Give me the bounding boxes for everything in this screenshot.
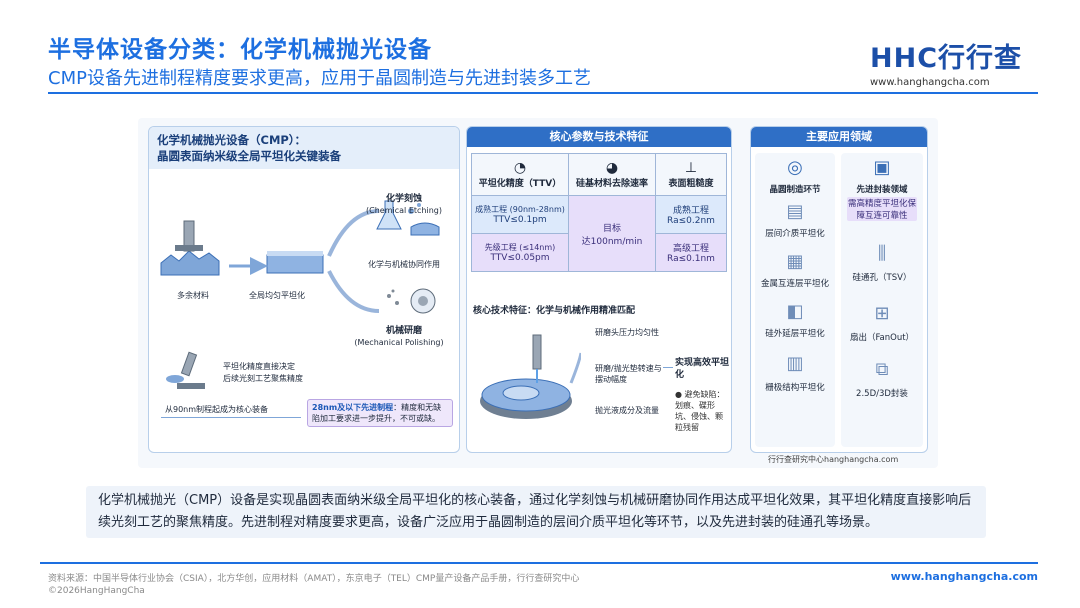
col-ttv-header: ◔平坦化精度（TTV） [471,153,569,196]
excess-material-label: 多余材料 [177,291,209,300]
precision-note-2: 后续光刻工艺聚焦精度 [223,374,303,383]
chem-label-en: (Chemical Etching) [366,206,442,215]
precision-note-1: 平坦化精度直接决定 [223,362,295,371]
speedometer-icon: ◕ [605,160,619,176]
app-gate: 栅极结构平坦化 [765,383,825,393]
page-title: 半导体设备分类：化学机械抛光设备 [48,37,432,63]
target-removal-cell: 目标达100nm/min [568,195,656,272]
col-roughness-header: ⊥表面粗糙度 [655,153,727,196]
feature-pad-speed: 研磨/抛光垫转速与摆动幅度 [595,364,662,384]
result-arrow [663,367,673,368]
wafer-column [755,153,835,447]
col-removal-header: ◕硅基材料去除速率 [568,153,656,196]
microscope-icon [166,351,205,389]
flat-wafer-icon [266,251,324,274]
brand-logo: HHC行行查 www.hanghangcha.com [870,36,1040,88]
synergy-label: 化学与机械协同作用 [368,260,440,269]
core-feature-heading: 核心技术特征：化学与机械作用精准匹配 [473,306,636,316]
footer-url[interactable]: www.hanghangcha.com [890,570,1038,583]
feature-slurry: 抛光液成分及流量 [595,406,659,415]
flask-icon [376,200,440,236]
logo-text: HHC行行查 [870,43,1023,74]
packaging-heading: 先进封装领域 [856,185,908,195]
wafer-heading: 晶圆制造环节 [769,185,821,195]
fanout-icon: ⊞ [874,303,890,324]
advanced-process-bold: 28nm及以下先进制程 [312,403,394,412]
applications-heading: 主要应用领域 [751,127,927,147]
source-note: 资料来源：中国半导体行业协会（CSIA），北方华创，应用材料（AMAT），东京电… [48,574,580,584]
app-metal: 金属互连层平坦化 [760,279,829,289]
stack-package-icon: ⧉ [875,359,889,380]
footer-divider [40,562,1038,564]
polishing-disc-icon [387,288,436,314]
cmp-machine-diagram [480,334,581,419]
chip-icon: ▣ [873,157,891,178]
infographic-figure: 化学机械抛光设备（CMP）： 晶圆表面纳米级全局平坦化关键装备 [138,118,938,468]
parameters-card: 核心参数与技术特征 ◔平坦化精度（TTV） ◕硅基材料去除速率 ⊥表面粗糙度 成… [466,126,732,453]
from-90nm-text: 从90nm制程起成为核心装备 [165,405,269,414]
defect-note: ● 避免缺陷：划痕、碟形坑、侵蚀、颗粒残留 [675,390,725,432]
mature-ttv-cell: 成熟工程 (90nm-28nm)TTV≤0.1pm [471,195,569,234]
app-fanout: 扇出（FanOut） [849,333,915,343]
advanced-process-text: ：精度和无缺陷加工要求进一步提升，不可或缺。 [312,403,442,423]
timeline-line [161,417,301,418]
overview-heading-line2: 晶圆表面纳米级全局平坦化关键装备 [157,149,341,163]
cmp-overview-card: 化学机械抛光设备（CMP）： 晶圆表面纳米级全局平坦化关键装备 [148,126,460,453]
parameters-heading: 核心参数与技术特征 [467,127,731,147]
tsv-icon: ⫼ [877,243,887,264]
flat-label: 全局均匀平坦化 [249,291,305,300]
epi-layer-icon: ◧ [786,301,804,322]
metal-layer-icon: ▦ [786,251,804,272]
applications-card: 主要应用领域 ◎ 晶圆制造环节 ▤ 层间介质平坦化 ▦ 金属互连层平坦化 ◧ 硅… [750,126,928,453]
figure-credit: 行行查研究中心hanghangcha.com [768,455,899,464]
overview-heading: 化学机械抛光设备（CMP）： 晶圆表面纳米级全局平坦化关键装备 [149,127,459,169]
advanced-process-box: 28nm及以下先进制程：精度和无缺陷加工要求进一步提升，不可或缺。 [307,399,453,427]
gauge-icon: ◔ [513,160,527,176]
chem-label: 化学刻蚀 [385,194,422,204]
overview-heading-line1: 化学机械抛光设备（CMP）： [157,133,307,147]
advanced-ttv-cell: 先级工程 (≤14nm)TTV≤0.05pm [471,233,569,272]
gate-layer-icon: ▥ [786,353,804,374]
mech-label-en: (Mechanical Polishing) [354,338,444,347]
logo-url: www.hanghangcha.com [870,77,990,88]
rough-material-icon [160,220,220,276]
surface-probe-icon: ⊥ [684,160,698,176]
app-ild: 层间介质平坦化 [765,229,825,239]
app-epi: 硅外延层平坦化 [765,329,825,339]
ild-layer-icon: ▤ [786,201,804,222]
cmp-process-diagram [160,200,440,314]
parameters-table: ◔平坦化精度（TTV） ◕硅基材料去除速率 ⊥表面粗糙度 成熟工程 (90nm-… [471,153,727,272]
mech-label: 机械研磨 [385,326,422,336]
page-subtitle: CMP设备先进制程精度要求更高，应用于晶圆制造与先进封装多工艺 [48,68,591,89]
packaging-note: 需高精度平坦化保障互连可靠性 [847,197,917,221]
header-divider [48,92,1038,94]
wafer-icon: ◎ [787,157,803,178]
copyright: ©2026HangHangCha [48,586,145,596]
result-label: 实现高效平坦化 [675,358,730,380]
app-tsv: 硅通孔（TSV） [852,273,912,283]
app-3d: 2.5D/3D封装 [856,389,908,399]
summary-text: 化学机械抛光（CMP）设备是实现晶圆表面纳米级全局平坦化的核心装备，通过化学刻蚀… [86,486,986,538]
feature-pressure: 研磨头压力均匀性 [595,328,659,337]
mature-row: 成熟工程 (90nm-28nm)TTV≤0.1pm 目标达100nm/min 成… [471,195,727,272]
